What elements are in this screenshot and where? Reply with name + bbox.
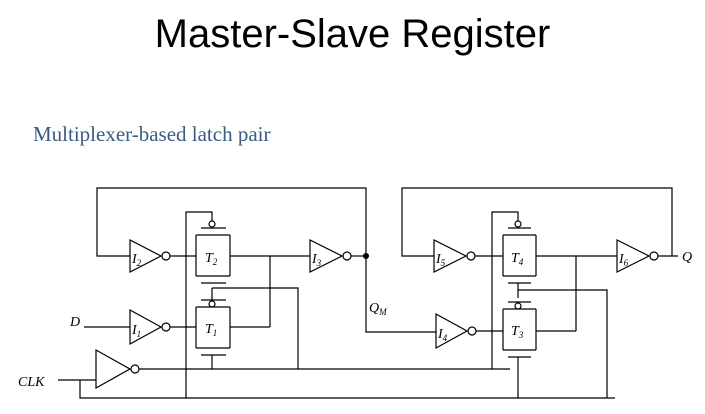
qm-node-label: QM: [369, 301, 387, 317]
inverter-i6-label: I6: [618, 252, 629, 268]
tgate-t4-label: T4: [511, 251, 524, 267]
q-output-label: Q: [682, 250, 692, 265]
transmission-gate-t1: [195, 299, 231, 369]
slide-title: Master-Slave Register: [154, 12, 551, 56]
d-input-label: D: [69, 315, 80, 330]
slide-subtitle: Multiplexer-based latch pair: [33, 122, 271, 146]
tgate-t1-label: T1: [205, 322, 217, 338]
qm-junction-dot: [363, 253, 369, 259]
transmission-gate-t3: [502, 301, 537, 398]
master-feedback-wire: [96, 187, 367, 257]
clk-inverter: [95, 348, 140, 390]
inverter-i1-label: I1: [131, 323, 141, 339]
inverter-i4-label: I4: [437, 327, 448, 343]
clk-input-label: CLK: [18, 375, 45, 390]
inverter-i3-label: I3: [311, 252, 322, 268]
tgate-t2-label: T2: [205, 251, 218, 267]
tgate-t3-label: T3: [511, 324, 524, 340]
inverter-i5-label: I5: [435, 252, 446, 268]
inverter-i2-label: I2: [131, 252, 142, 268]
